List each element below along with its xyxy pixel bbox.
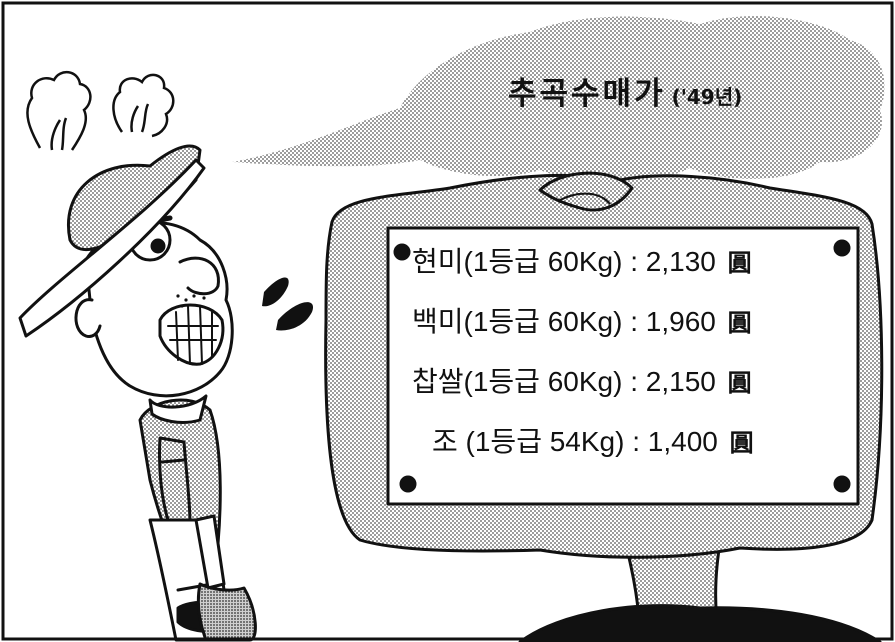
signboard-frame <box>324 171 884 642</box>
price-row-text: 찹쌀(1등급 60Kg) : 2,150 <box>412 366 716 397</box>
currency-unit: 圓 <box>727 370 752 397</box>
steam-puffs <box>26 71 175 151</box>
price-row-text: 백미(1등급 60Kg) : 1,960 <box>412 306 716 337</box>
title-main: 추곡수매가 <box>508 76 666 112</box>
farmer-figure <box>18 144 257 642</box>
price-row-millet: 조 (1등급 54Kg) : 1,400 圓 <box>412 412 832 472</box>
price-row-text: 현미(1등급 60Kg) : 2,130 <box>412 246 716 277</box>
thought-cloud <box>232 16 885 183</box>
title-year: ('49년) <box>671 85 743 109</box>
price-row-text: 조 (1등급 54Kg) : 1,400 <box>432 426 718 457</box>
currency-unit: 圓 <box>729 430 754 457</box>
price-row-glutinous-rice: 찹쌀(1등급 60Kg) : 2,150 圓 <box>412 352 832 412</box>
currency-unit: 圓 <box>727 250 752 277</box>
speech-splats <box>262 277 314 331</box>
price-list: 현미(1등급 60Kg) : 2,130 圓 백미(1등급 60Kg) : 1,… <box>412 232 832 472</box>
cloud-title: 추곡수매가('49년) <box>508 68 742 113</box>
price-row-brown-rice: 현미(1등급 60Kg) : 2,130 圓 <box>412 232 832 292</box>
currency-unit: 圓 <box>727 310 752 337</box>
price-row-white-rice: 백미(1등급 60Kg) : 1,960 圓 <box>412 292 832 352</box>
